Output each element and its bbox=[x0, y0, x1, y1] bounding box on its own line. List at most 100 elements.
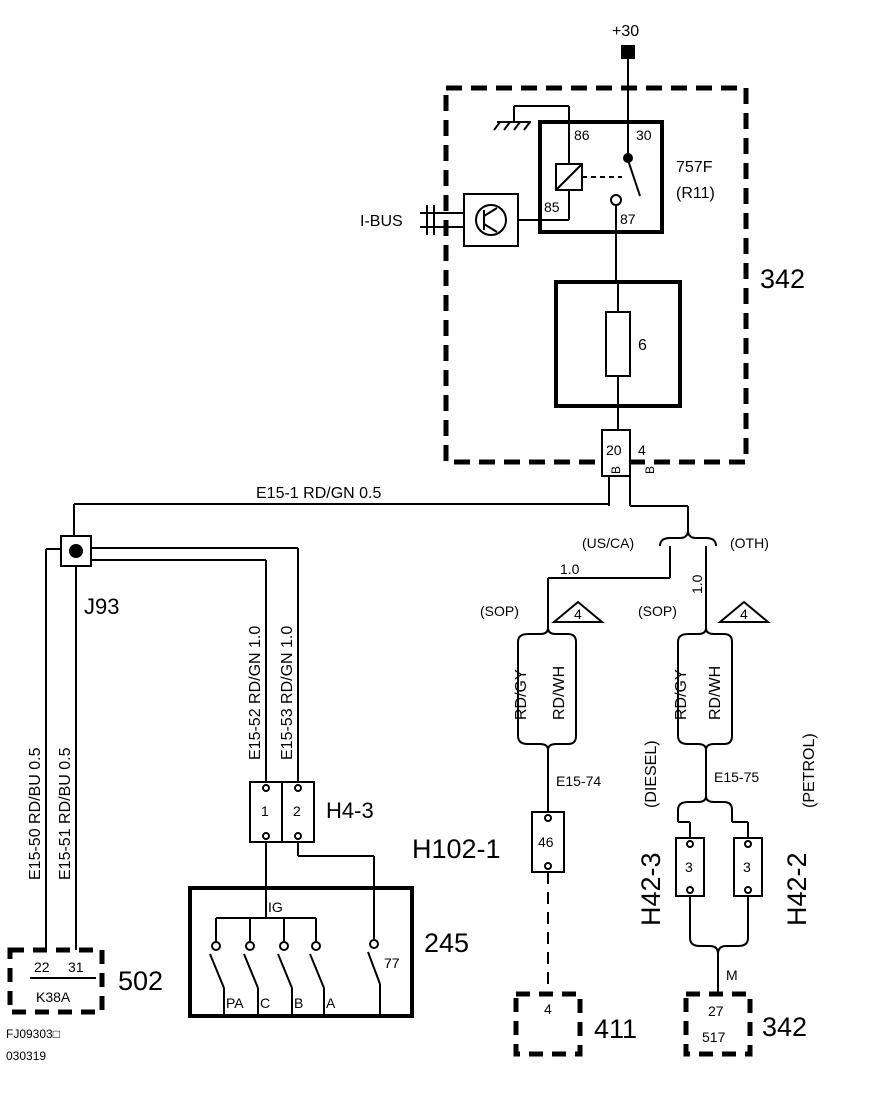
ignition-pin-b: B bbox=[294, 995, 303, 1011]
h42-2-label: H42-2 bbox=[782, 852, 812, 926]
relay-pin-86: 86 bbox=[574, 127, 590, 143]
plus30-terminal bbox=[621, 45, 635, 59]
ignition-pin-a: A bbox=[326, 995, 336, 1011]
relay-contact-arm bbox=[627, 159, 641, 197]
h4-3-pin2: 2 bbox=[293, 803, 301, 819]
h4-3-pin2-bottom bbox=[294, 832, 302, 840]
transistor-collector bbox=[483, 207, 498, 217]
e15-1-label: E15-1 RD/GN 0.5 bbox=[256, 485, 381, 502]
k38a-pin-31: 31 bbox=[68, 959, 84, 975]
splice-j93-label: J93 bbox=[84, 594, 119, 619]
h42-2-pin-bottom bbox=[744, 886, 752, 894]
h4-3-pin2-top bbox=[294, 784, 302, 792]
wire-size-us: 1.0 bbox=[560, 561, 580, 577]
relay-box-id: 342 bbox=[760, 264, 805, 294]
transistor-emitter bbox=[483, 223, 498, 233]
ground-hatch-4 bbox=[523, 121, 531, 131]
note-triangle-right bbox=[717, 600, 771, 623]
ig-switch-77 bbox=[367, 951, 381, 985]
relay-contact-87 bbox=[610, 194, 622, 206]
ig-contact-pa bbox=[211, 941, 221, 951]
relay-box-342 bbox=[443, 85, 749, 465]
relay-id: 757F bbox=[676, 159, 713, 176]
h42-2-pin: 3 bbox=[743, 859, 751, 875]
h42-3-pin-bottom bbox=[686, 886, 694, 894]
h42-3-pin-top bbox=[686, 840, 694, 848]
sop-left: (SOP) bbox=[480, 603, 519, 619]
relay-757f bbox=[538, 120, 664, 234]
h102-rdgy-label: RD/GY bbox=[513, 669, 530, 720]
ig-contact-a bbox=[311, 941, 321, 951]
relay-sub: (R11) bbox=[676, 185, 715, 202]
relay-contact-pivot bbox=[623, 153, 633, 163]
ground-tag-m: M bbox=[726, 967, 738, 983]
ground-brace bbox=[689, 937, 749, 955]
h4-3-label: H4-3 bbox=[326, 798, 374, 823]
ground-hatch-2 bbox=[503, 121, 511, 131]
h102-1-label: H102-1 bbox=[412, 834, 501, 864]
h102-1-pin-bottom bbox=[544, 862, 552, 870]
h42-2-pin-top bbox=[744, 840, 752, 848]
sop-brace-right-top bbox=[677, 627, 733, 643]
k38a-pin-22: 22 bbox=[34, 959, 50, 975]
c342-id: 342 bbox=[762, 1012, 807, 1042]
ig-contact-77 bbox=[369, 939, 379, 949]
e15-53-label: E15-53 RD/GN 1.0 bbox=[279, 626, 296, 760]
h4-3-pin1-top bbox=[262, 784, 270, 792]
ig-contact-b bbox=[279, 941, 289, 951]
petrol-label: (PETROL) bbox=[801, 733, 818, 808]
sop-brace-left-bottom bbox=[517, 735, 577, 751]
e15-52-label: E15-52 RD/GN 1.0 bbox=[247, 626, 264, 760]
diesel-label: (DIESEL) bbox=[643, 740, 660, 808]
e15-51-label: E15-51 RD/BU 0.5 bbox=[57, 747, 74, 880]
connector-20-4 bbox=[601, 429, 631, 477]
variant-brace-us-oth bbox=[659, 529, 717, 547]
ig-switch-pa bbox=[209, 953, 225, 989]
ignition-id: 245 bbox=[424, 928, 469, 958]
ignition-switch-245 bbox=[188, 886, 414, 1018]
ig-switch-b bbox=[277, 953, 293, 989]
connector-tag-b2: B bbox=[643, 466, 657, 474]
ig-contact-c bbox=[245, 941, 255, 951]
plus30-label: +30 bbox=[612, 23, 639, 40]
relay-coil-diagonal bbox=[555, 163, 583, 191]
sop-brace-left-top bbox=[517, 627, 577, 643]
e15-74-label: E15-74 bbox=[556, 773, 601, 789]
footer-date: 030319 bbox=[6, 1049, 46, 1063]
transistor-module bbox=[463, 193, 519, 247]
component-411 bbox=[513, 991, 583, 1057]
ig-switch-a bbox=[309, 953, 325, 989]
ground-hatch-3 bbox=[513, 121, 521, 131]
h4-3-pin1: 1 bbox=[261, 803, 269, 819]
c411-pin: 4 bbox=[544, 1001, 552, 1017]
h42-rdgy-label: RD/GY bbox=[673, 669, 690, 720]
ibus-label: I-BUS bbox=[360, 213, 403, 230]
splice-j93-dot bbox=[69, 544, 83, 558]
k38a-name: K38A bbox=[36, 989, 71, 1005]
fuse-number: 6 bbox=[638, 337, 647, 354]
c342-pin-27: 27 bbox=[708, 1003, 724, 1019]
k38a-id: 502 bbox=[118, 966, 163, 996]
note-triangle-left bbox=[551, 600, 605, 623]
footer-code: FJ09303□ bbox=[6, 1027, 60, 1041]
note-left-number: 4 bbox=[574, 606, 582, 622]
ignition-pin-pa: PA bbox=[226, 995, 244, 1011]
h102-1-pin-top bbox=[544, 814, 552, 822]
variant-us-ca: (US/CA) bbox=[582, 535, 634, 551]
ignition-pin-c: C bbox=[260, 995, 270, 1011]
relay-pin-30: 30 bbox=[636, 127, 652, 143]
ground-hatch-1 bbox=[493, 121, 501, 131]
component-342-ground bbox=[683, 991, 753, 1057]
c342-pin-517: 517 bbox=[702, 1029, 726, 1045]
sop-right: (SOP) bbox=[638, 603, 677, 619]
fuse-6 bbox=[605, 311, 631, 377]
variant-oth: (OTH) bbox=[730, 535, 769, 551]
connector-pin-4: 4 bbox=[638, 442, 646, 458]
connector-pin-20: 20 bbox=[606, 442, 622, 458]
h42-3-label: H42-3 bbox=[636, 852, 666, 926]
ig-switch-c bbox=[243, 953, 259, 989]
transistor-symbol bbox=[475, 204, 507, 236]
relay-pin-87: 87 bbox=[620, 211, 636, 227]
e15-50-label: E15-50 RD/BU 0.5 bbox=[27, 747, 44, 880]
